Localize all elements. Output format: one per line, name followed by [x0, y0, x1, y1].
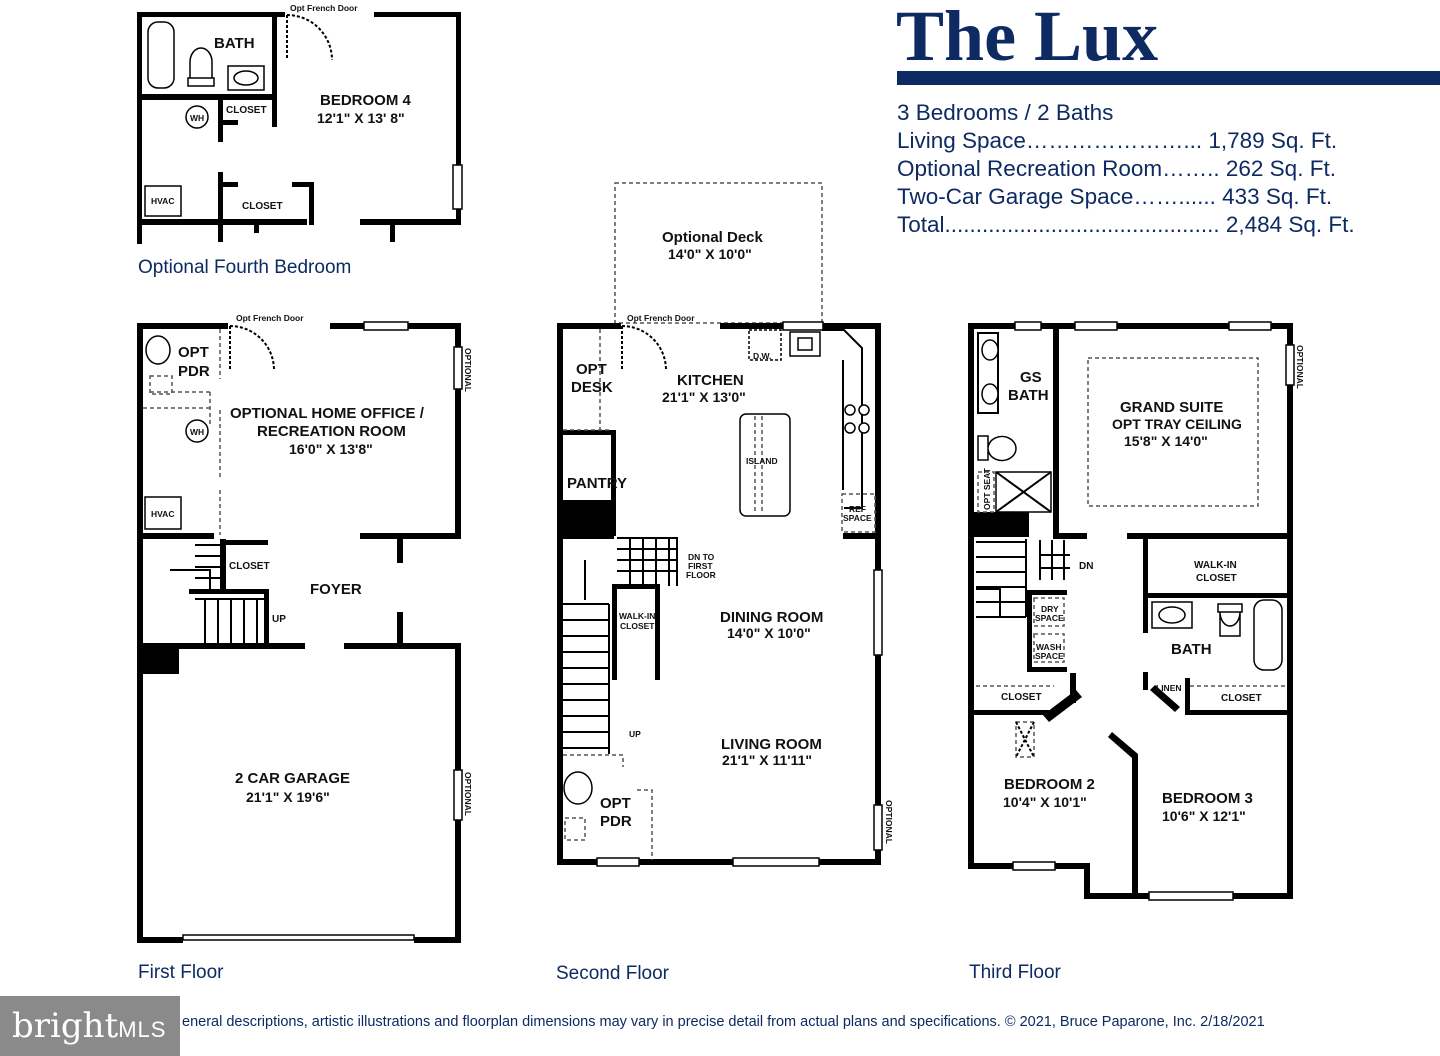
logo-word: bright	[12, 1006, 119, 1046]
first-optional-window-1: OPTIONAL	[463, 348, 473, 392]
first-hvac-label: HVAC	[151, 509, 174, 519]
first-french-door-label: Opt French Door	[236, 313, 304, 323]
first-up-label: UP	[272, 614, 286, 625]
third-closet-label-1: CLOSET	[1001, 692, 1042, 703]
bedroom-2-label: BEDROOM 2	[1004, 776, 1095, 793]
dry-space-label-2: SPACE	[1035, 613, 1064, 623]
first-wh-label: WH	[190, 427, 204, 437]
second-opt-label: OPT	[600, 795, 631, 812]
caption-second-floor: Second Floor	[556, 963, 670, 984]
dishwasher-label: D.W.	[753, 351, 771, 361]
third-walk-in-label-2: CLOSET	[1196, 573, 1237, 584]
wash-space-label-1: WASH	[1036, 642, 1062, 652]
third-walk-in-label-1: WALK-IN	[1194, 560, 1237, 571]
dn-first-label-3: FLOOR	[686, 570, 716, 580]
living-room-label: LIVING ROOM	[721, 736, 822, 753]
second-up-label: UP	[629, 729, 641, 739]
grand-suite-label: GRAND SUITE	[1120, 399, 1223, 416]
home-office-dimensions: 16'0" X 13'8"	[289, 441, 373, 457]
spec-list: 3 Bedrooms / 2 Baths Living Space……………………	[897, 99, 1367, 239]
third-dn-label: DN	[1079, 561, 1093, 572]
title-rule	[897, 71, 1440, 85]
dining-room-dimensions: 14'0" X 10'0"	[727, 625, 811, 641]
foyer-label: FOYER	[310, 581, 362, 598]
garage-label: 2 CAR GARAGE	[235, 770, 350, 787]
floor-plans: Opt French Door BATH BEDROOM 4 12'1" X 1…	[137, 3, 1305, 943]
fourth-hvac-label: HVAC	[151, 196, 174, 206]
grand-suite-dimensions: 15'8" X 14'0"	[1124, 433, 1208, 449]
second-walk-in-label-1: WALK-IN	[619, 611, 655, 621]
caption-third-floor: Third Floor	[969, 962, 1061, 983]
dining-room-label: DINING ROOM	[720, 609, 823, 626]
spec-living-space: Living Space…………………... 1,789 Sq. Ft.	[897, 128, 1338, 153]
bedroom-4-dimensions: 12'1" X 13' 8"	[317, 110, 405, 126]
island-label: ISLAND	[746, 456, 778, 466]
ref-space-label-2: SPACE	[843, 513, 872, 523]
dn-first-label-2: FIRST	[688, 561, 713, 571]
fourth-wh-label: WH	[190, 113, 204, 123]
deck-label: Optional Deck	[662, 229, 764, 246]
third-bath-label: BATH	[1171, 641, 1212, 658]
kitchen-label: KITCHEN	[677, 372, 744, 389]
bedroom-3-dimensions: 10'6" X 12'1"	[1162, 808, 1246, 824]
first-pdr-label: PDR	[178, 363, 210, 380]
home-office-label: OPTIONAL HOME OFFICE /	[230, 405, 425, 422]
first-closet-label: CLOSET	[229, 561, 270, 572]
bedroom-4-label: BEDROOM 4	[320, 92, 412, 109]
gs-bath-label-1: GS	[1020, 369, 1042, 386]
fourth-bath-label: BATH	[214, 35, 255, 52]
second-optional-window: OPTIONAL	[884, 800, 894, 844]
wash-space-label-2: SPACE	[1035, 651, 1064, 661]
dn-first-label-1: DN TO	[688, 552, 715, 562]
fourth-french-door-label: Opt French Door	[290, 3, 358, 13]
logo-suffix: MLS	[118, 1017, 167, 1042]
second-pdr-label: PDR	[600, 813, 632, 830]
living-room-dimensions: 21'1" X 11'11"	[722, 752, 812, 768]
bedroom-3-label: BEDROOM 3	[1162, 790, 1253, 807]
second-walk-in-label-2: CLOSET	[620, 621, 655, 631]
spec-garage-space: Two-Car Garage Space……...... 433 Sq. Ft.	[897, 184, 1333, 209]
second-french-door-label: Opt French Door	[627, 313, 695, 323]
fourth-closet-label-2: CLOSET	[242, 201, 283, 212]
third-optional-window: OPTIONAL	[1295, 345, 1305, 389]
spec-recreation-room: Optional Recreation Room…….. 262 Sq. Ft.	[897, 156, 1336, 181]
opt-desk-label-2: DESK	[571, 379, 613, 396]
tray-ceiling-label: OPT TRAY CEILING	[1112, 416, 1242, 432]
disclaimer-text: eneral descriptions, artistic illustrati…	[182, 1014, 1265, 1030]
first-optional-window-2: OPTIONAL	[463, 772, 473, 816]
linen-label: LINEN	[1156, 683, 1182, 693]
fourth-closet-label-1: CLOSET	[226, 105, 267, 116]
kitchen-dimensions: 21'1" X 13'0"	[662, 389, 746, 405]
caption-first-floor: First Floor	[138, 962, 224, 983]
ref-space-label-1: REF	[849, 504, 866, 514]
pantry-label: PANTRY	[567, 475, 627, 492]
plan-fourth-bedroom: Opt French Door BATH BEDROOM 4 12'1" X 1…	[137, 3, 463, 244]
bright-mls-logo: brightMLS	[0, 996, 180, 1056]
recreation-room-label: RECREATION ROOM	[257, 423, 406, 440]
deck-dimensions: 14'0" X 10'0"	[668, 246, 752, 262]
spec-total: Total...................................…	[897, 212, 1355, 237]
bedroom-2-dimensions: 10'4" X 10'1"	[1003, 794, 1087, 810]
opt-seat-label: OPT SEAT	[982, 467, 992, 510]
spec-bedrooms: 3 Bedrooms / 2 Baths	[897, 100, 1114, 125]
plan-second-floor: Optional Deck 14'0" X 10'0" Opt French D…	[557, 182, 894, 867]
gs-bath-label-2: BATH	[1008, 387, 1049, 404]
plan-title: The Lux	[896, 0, 1159, 76]
caption-optional-fourth-bedroom: Optional Fourth Bedroom	[138, 257, 352, 278]
third-closet-label-2: CLOSET	[1221, 693, 1262, 704]
plan-first-floor: Opt French Door OPT PDR OPTIONAL HOME OF…	[137, 313, 473, 943]
opt-desk-label-1: OPT	[576, 361, 607, 378]
garage-dimensions: 21'1" X 19'6"	[246, 789, 330, 805]
plan-third-floor: GS BATH OPT SEAT GRAND SUITE OPT TRAY CE…	[968, 321, 1305, 901]
first-opt-label: OPT	[178, 344, 209, 361]
dry-space-label-1: DRY	[1041, 604, 1059, 614]
